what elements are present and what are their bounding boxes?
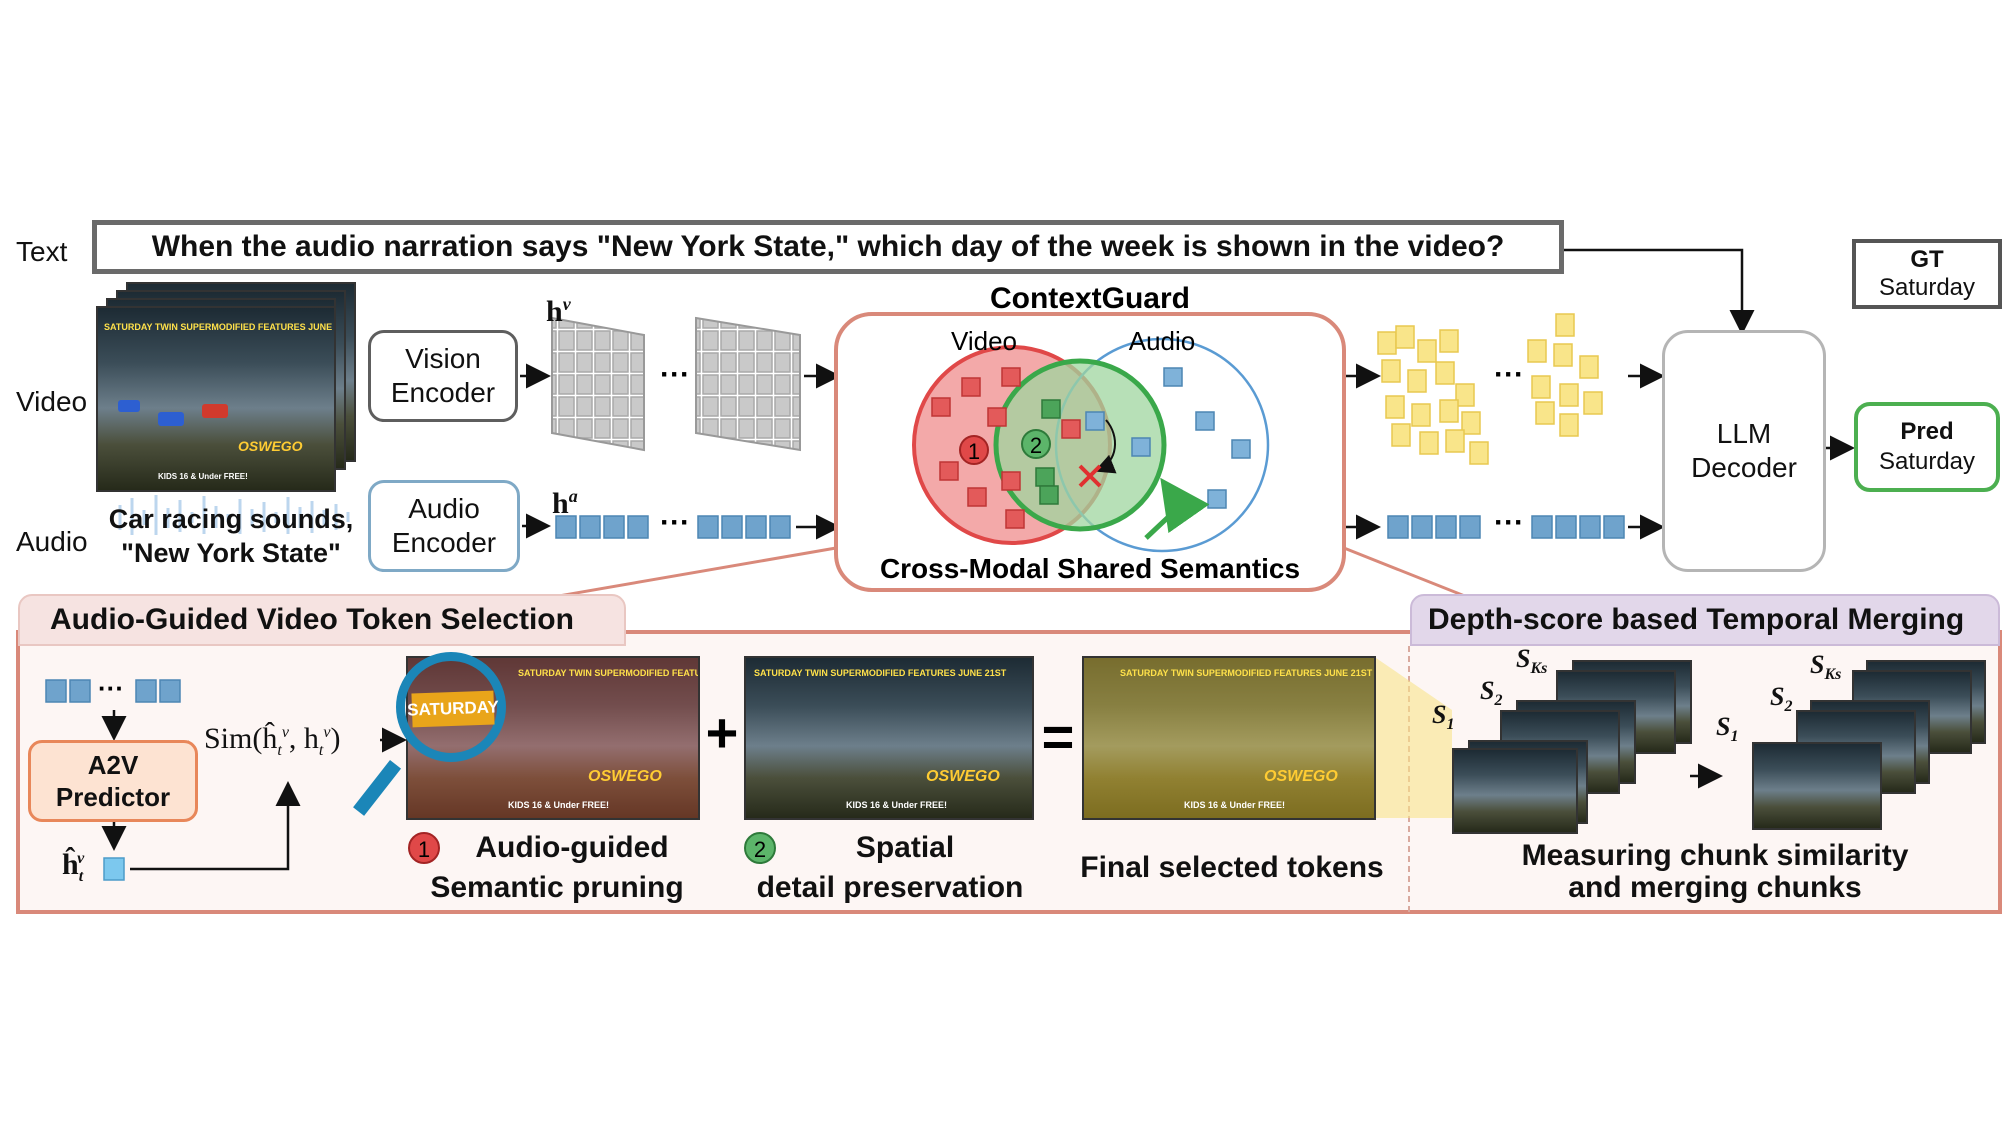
chunk-frame <box>1752 742 1882 830</box>
predicted-h-hat: ĥtv <box>62 848 90 886</box>
frame-bottom-text: KIDS 16 & Under FREE! <box>846 800 947 810</box>
similarity-formula: Sim(ĥtv, htv) <box>204 722 340 760</box>
pruning-line1: Audio-guided <box>412 828 702 868</box>
s1-after-sub: 1 <box>1730 728 1738 745</box>
merge-line1: Measuring chunk similarity <box>1440 840 1990 872</box>
merging-caption: Measuring chunk similarity and merging c… <box>1440 840 1990 904</box>
s1-base: S <box>1432 700 1446 729</box>
sk-label: SKs <box>1516 644 1547 678</box>
s1-label: S1 <box>1432 700 1454 734</box>
ellipsis: ··· <box>98 673 124 703</box>
merge-line2: and merging chunks <box>1440 872 1990 904</box>
a2v-line2: Predictor <box>56 781 170 813</box>
sim-sup-1: v <box>282 724 289 741</box>
spatial-frame: SATURDAY TWIN SUPERMODIFIED FEATURES JUN… <box>744 656 1034 820</box>
s1-label-after: S1 <box>1716 712 1738 746</box>
chunk-frame <box>1452 748 1578 834</box>
s1-sub: 1 <box>1446 716 1454 733</box>
final-overlay <box>1084 658 1374 818</box>
frame-logo: OSWEGO <box>588 768 662 786</box>
frame-logo: OSWEGO <box>1264 768 1338 786</box>
s2-label: S2 <box>1480 676 1502 710</box>
s2-sub: 2 <box>1494 692 1502 709</box>
plus-sign: + <box>706 701 739 764</box>
predicted-token <box>104 858 124 880</box>
spatial-caption: Spatial detail preservation <box>740 828 1040 908</box>
a2v-line1: A2V <box>88 749 139 781</box>
s2-base: S <box>1480 676 1494 705</box>
sk-label-after: SKs <box>1810 650 1841 684</box>
spatial-line2: detail preservation <box>740 868 1040 908</box>
s1-after-base: S <box>1716 712 1730 741</box>
frame-bottom-text: KIDS 16 & Under FREE! <box>508 800 609 810</box>
saturday-badge: SATURDAY <box>411 691 494 728</box>
frame-top-text: SATURDAY TWIN SUPERMODIFIED FEATURES JUN… <box>1120 668 1372 678</box>
s2-after-sub: 2 <box>1784 698 1792 715</box>
a2v-predictor: A2V Predictor <box>28 740 198 822</box>
final-frame: SATURDAY TWIN SUPERMODIFIED FEATURES JUN… <box>1082 656 1376 820</box>
sk-after-sub: Ks <box>1824 666 1841 683</box>
s2-label-after: S2 <box>1770 682 1792 716</box>
final-caption: Final selected tokens <box>1062 848 1402 888</box>
sk-after-base: S <box>1810 650 1824 679</box>
sk-base: S <box>1516 644 1530 673</box>
sim-end: ) <box>330 722 340 755</box>
frame-bottom-text: KIDS 16 & Under FREE! <box>1184 800 1285 810</box>
s2-after-base: S <box>1770 682 1784 711</box>
zoom-wedge <box>1376 658 1452 818</box>
frame-top-text: SATURDAY TWIN SUPERMODIFIED FEATURES JUN… <box>518 668 700 678</box>
frame-top-text: SATURDAY TWIN SUPERMODIFIED FEATURES JUN… <box>754 668 1006 678</box>
pruning-line2: Semantic pruning <box>412 868 702 908</box>
pruning-caption: Audio-guided Semantic pruning <box>412 828 702 908</box>
h-hat-sup: v <box>77 850 84 867</box>
spatial-line1: Spatial <box>740 828 1040 868</box>
sim-mid: , h <box>289 722 319 755</box>
equals-sign: = <box>1042 705 1075 768</box>
sim-text: Sim(ĥ <box>204 722 277 755</box>
sk-sub: Ks <box>1530 660 1547 677</box>
frame-logo: OSWEGO <box>926 768 1000 786</box>
